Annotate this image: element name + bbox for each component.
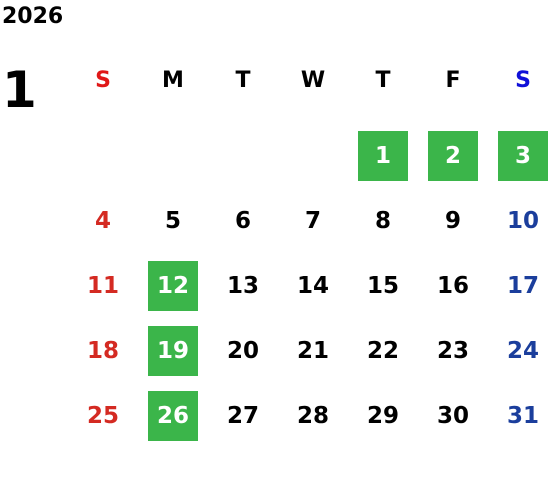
day-cell[interactable]: 11: [68, 253, 138, 318]
day-cell[interactable]: 23: [418, 318, 488, 383]
day-number: 7: [304, 207, 321, 234]
day-cell[interactable]: 14: [278, 253, 348, 318]
day-number: 29: [366, 402, 399, 429]
day-number: 8: [374, 207, 391, 234]
day-cell[interactable]: 29: [348, 383, 418, 448]
weekday-label: M: [162, 68, 184, 93]
day-cell[interactable]: 13: [208, 253, 278, 318]
day-number: 6: [234, 207, 251, 234]
day-cell[interactable]: 12: [138, 253, 208, 318]
day-number-highlighted: 2: [428, 130, 478, 181]
empty-day-cell: [278, 123, 348, 188]
weekday-label: T: [375, 68, 391, 93]
day-number-highlighted: 3: [498, 130, 548, 181]
day-number: 31: [506, 402, 539, 429]
day-number: 20: [226, 337, 259, 364]
day-number: 25: [86, 402, 119, 429]
day-cell[interactable]: 27: [208, 383, 278, 448]
day-number: 15: [366, 272, 399, 299]
weekday-label: S: [515, 68, 531, 93]
day-cell[interactable]: 8: [348, 188, 418, 253]
day-cell[interactable]: 15: [348, 253, 418, 318]
day-number: 18: [86, 337, 119, 364]
day-cell[interactable]: 22: [348, 318, 418, 383]
day-cell[interactable]: 16: [418, 253, 488, 318]
day-number: 30: [436, 402, 469, 429]
day-number-highlighted: 12: [148, 260, 198, 311]
day-cell[interactable]: 1: [348, 123, 418, 188]
day-number: 24: [506, 337, 539, 364]
day-cell[interactable]: 31: [488, 383, 548, 448]
day-cell[interactable]: 9: [418, 188, 488, 253]
day-number: 22: [366, 337, 399, 364]
day-cell[interactable]: 20: [208, 318, 278, 383]
day-cell[interactable]: 4: [68, 188, 138, 253]
day-number: 17: [506, 272, 539, 299]
day-cell[interactable]: 10: [488, 188, 548, 253]
calendar-year: 2026: [2, 4, 64, 29]
empty-day-cell: [208, 123, 278, 188]
day-cell[interactable]: 3: [488, 123, 548, 188]
day-number-highlighted: 19: [148, 325, 198, 376]
day-cell[interactable]: 26: [138, 383, 208, 448]
day-cell[interactable]: 24: [488, 318, 548, 383]
day-cell[interactable]: 28: [278, 383, 348, 448]
day-cell[interactable]: 18: [68, 318, 138, 383]
day-cell[interactable]: 19: [138, 318, 208, 383]
weekday-label: S: [95, 68, 111, 93]
day-cell[interactable]: 17: [488, 253, 548, 318]
day-number: 10: [506, 207, 539, 234]
day-number: 23: [436, 337, 469, 364]
day-number: 28: [296, 402, 329, 429]
day-cell[interactable]: 5: [138, 188, 208, 253]
day-number: 11: [86, 272, 119, 299]
day-number: 21: [296, 337, 329, 364]
day-number: 5: [164, 207, 181, 234]
day-cell[interactable]: 2: [418, 123, 488, 188]
day-cell[interactable]: 6: [208, 188, 278, 253]
day-number: 27: [226, 402, 259, 429]
weekday-label: T: [235, 68, 251, 93]
calendar-month: 1: [2, 61, 37, 119]
day-number: 9: [444, 207, 461, 234]
day-number: 16: [436, 272, 469, 299]
day-number-highlighted: 26: [148, 390, 198, 441]
day-cell[interactable]: 30: [418, 383, 488, 448]
empty-day-cell: [68, 123, 138, 188]
day-number-highlighted: 1: [358, 130, 408, 181]
weekday-label: W: [300, 68, 326, 93]
weekday-label: F: [445, 68, 461, 93]
day-cell[interactable]: 25: [68, 383, 138, 448]
day-number: 14: [296, 272, 329, 299]
empty-day-cell: [138, 123, 208, 188]
day-cell[interactable]: 21: [278, 318, 348, 383]
day-number: 13: [226, 272, 259, 299]
day-cell[interactable]: 7: [278, 188, 348, 253]
day-number: 4: [94, 207, 111, 234]
